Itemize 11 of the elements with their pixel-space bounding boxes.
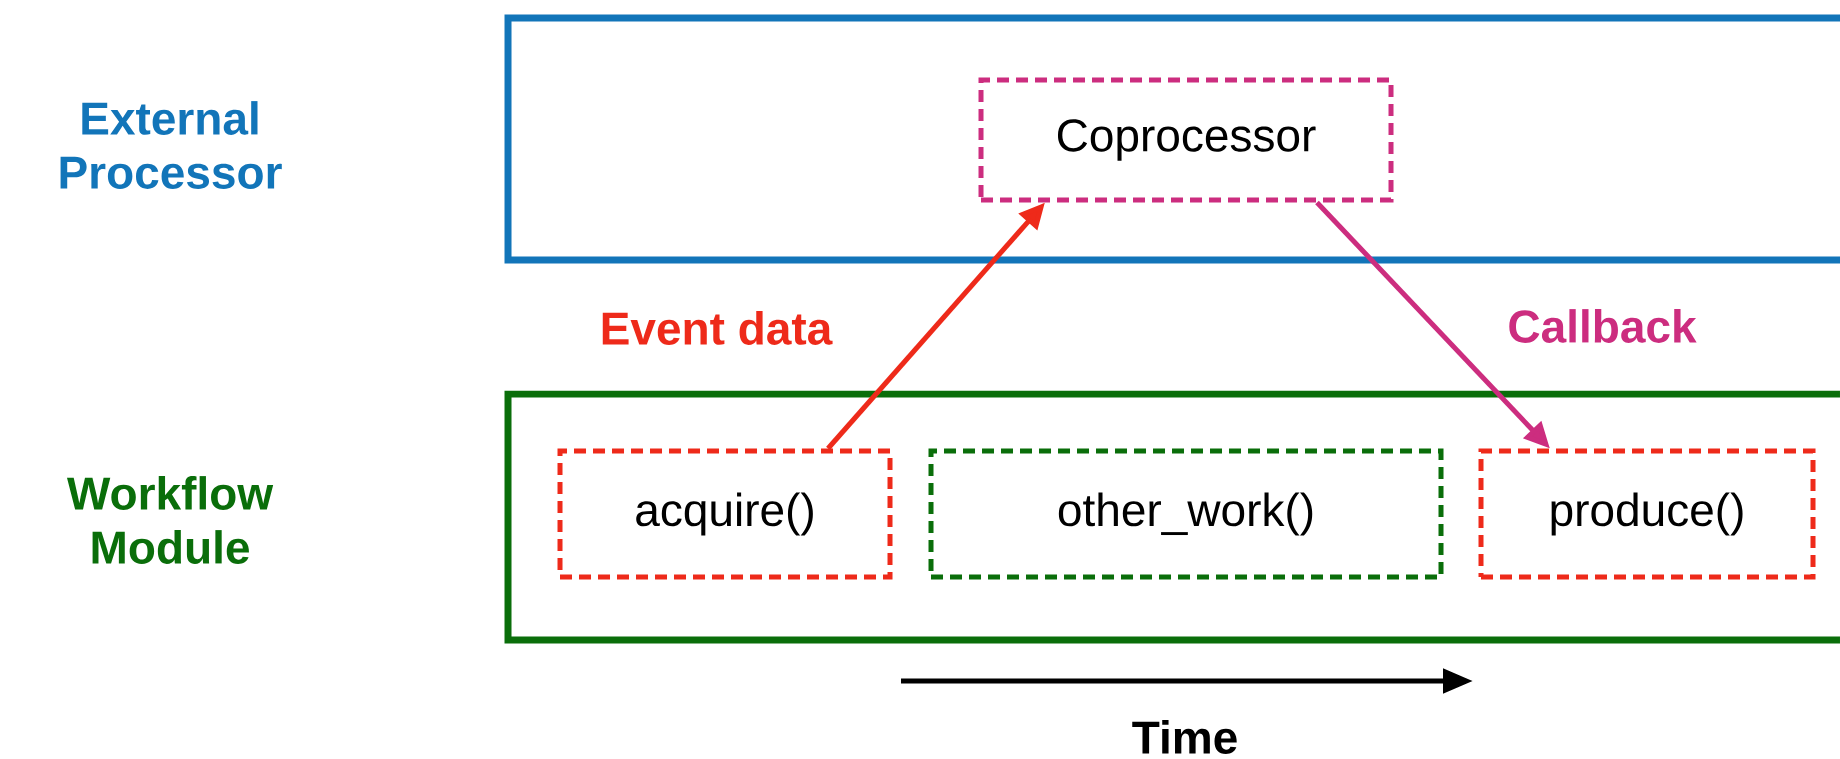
process-box: Coprocessor: [978, 77, 1394, 203]
process-box: other_work(): [928, 448, 1444, 580]
process-box: produce(): [1478, 448, 1816, 580]
band-heading: External Processor: [60, 101, 282, 189]
edge-label: Callback: [1509, 309, 1697, 343]
band-heading: Workflow Module: [67, 476, 274, 564]
edge-label: Event data: [602, 311, 833, 345]
band-box: [504, 390, 1840, 644]
axis-label: Time: [1132, 720, 1237, 754]
process-box: acquire(): [557, 448, 893, 580]
band-box: [504, 14, 1840, 264]
